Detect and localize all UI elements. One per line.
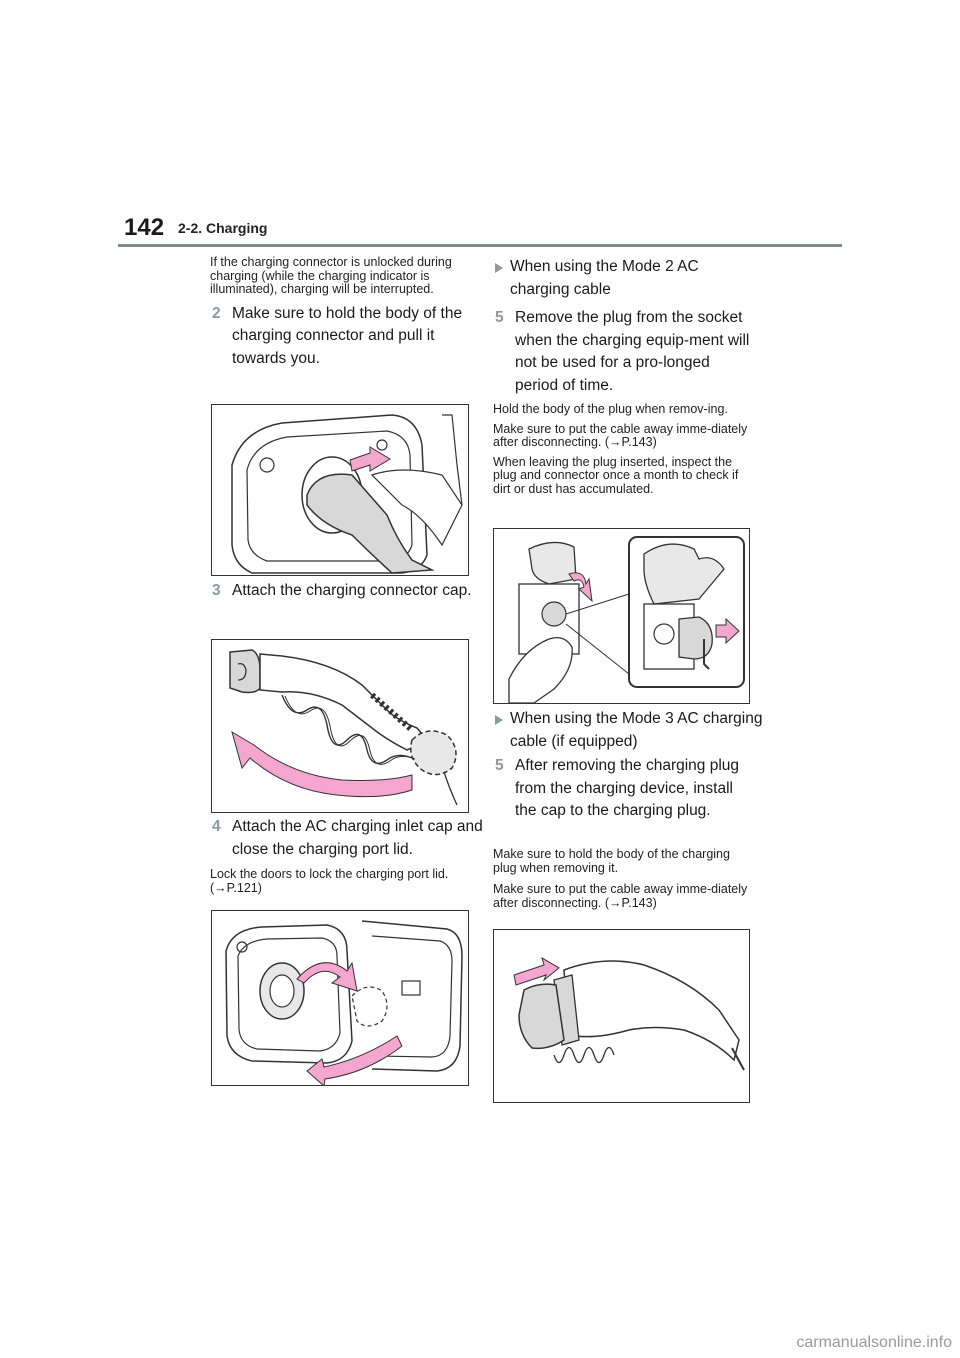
note-put-away-2: Make sure to put the cable away imme-dia… [493, 882, 748, 910]
install-cap-illustration [513, 956, 745, 1071]
step-number: 4 [212, 818, 221, 835]
step-text: Attach the charging connector cap. [232, 582, 472, 599]
right-column: When using the Mode 2 AC charging cable … [493, 256, 751, 502]
pull-connector-illustration [231, 414, 463, 574]
figure-connector-cap [211, 639, 469, 813]
left-column: If the charging connector is unlocked du… [210, 255, 468, 376]
figure-pull-connector [211, 404, 469, 576]
figure-install-cap [493, 929, 750, 1103]
header-rule [118, 244, 842, 247]
watermark: carmanualsonline.info [796, 1334, 952, 1351]
step-text: After removing the charging plug from th… [515, 757, 740, 819]
step-number: 5 [495, 309, 504, 326]
step-number: 3 [212, 582, 221, 599]
mode2-heading: When using the Mode 2 AC charging cable [493, 256, 751, 301]
note-unlocked: If the charging connector is unlocked du… [210, 255, 452, 296]
section-title: 2-2. Charging [178, 220, 268, 236]
figure-inlet-cap [211, 910, 469, 1086]
step-number: 2 [212, 304, 221, 322]
connector-cap-illustration [229, 649, 458, 806]
step-4: 4 Attach the AC charging inlet cap and c… [210, 816, 490, 861]
step-text: Attach the AC charging inlet cap and clo… [232, 818, 483, 858]
note-put-away-1: Make sure to put the cable away imme-dia… [493, 421, 748, 449]
page-number: 142 [124, 214, 165, 241]
inlet-cap-illustration [225, 920, 463, 1085]
triangle-bullet-icon [495, 263, 503, 273]
mode2-heading-text: When using the Mode 2 AC charging cable [510, 258, 699, 298]
step-text: Remove the plug from the socket when the… [515, 309, 750, 394]
note-hold-plug: Hold the body of the plug when remov-ing… [493, 402, 728, 416]
step-3: 3 Attach the charging connector cap. [210, 580, 490, 603]
remove-plug-illustration [508, 536, 745, 703]
note-hold-body: Make sure to hold the body of the chargi… [493, 847, 730, 875]
step-2: 2 Make sure to hold the body of the char… [210, 303, 468, 371]
step-number: 5 [495, 757, 504, 774]
step-5-mode2: 5 Remove the plug from the socket when t… [493, 307, 751, 397]
note-inspect: When leaving the plug inserted, inspect … [493, 454, 739, 496]
triangle-bullet-icon [495, 715, 503, 725]
step-5-mode3: 5 After removing the charging plug from … [493, 755, 755, 823]
figure-remove-plug [493, 528, 750, 704]
mode3-heading: When using the Mode 3 AC charging cable … [493, 708, 768, 753]
note-lock-doors: Lock the doors to lock the charging port… [210, 867, 449, 895]
step-text: Make sure to hold the body of the chargi… [232, 304, 463, 367]
mode3-heading-text: When using the Mode 3 AC charging cable … [510, 710, 763, 750]
